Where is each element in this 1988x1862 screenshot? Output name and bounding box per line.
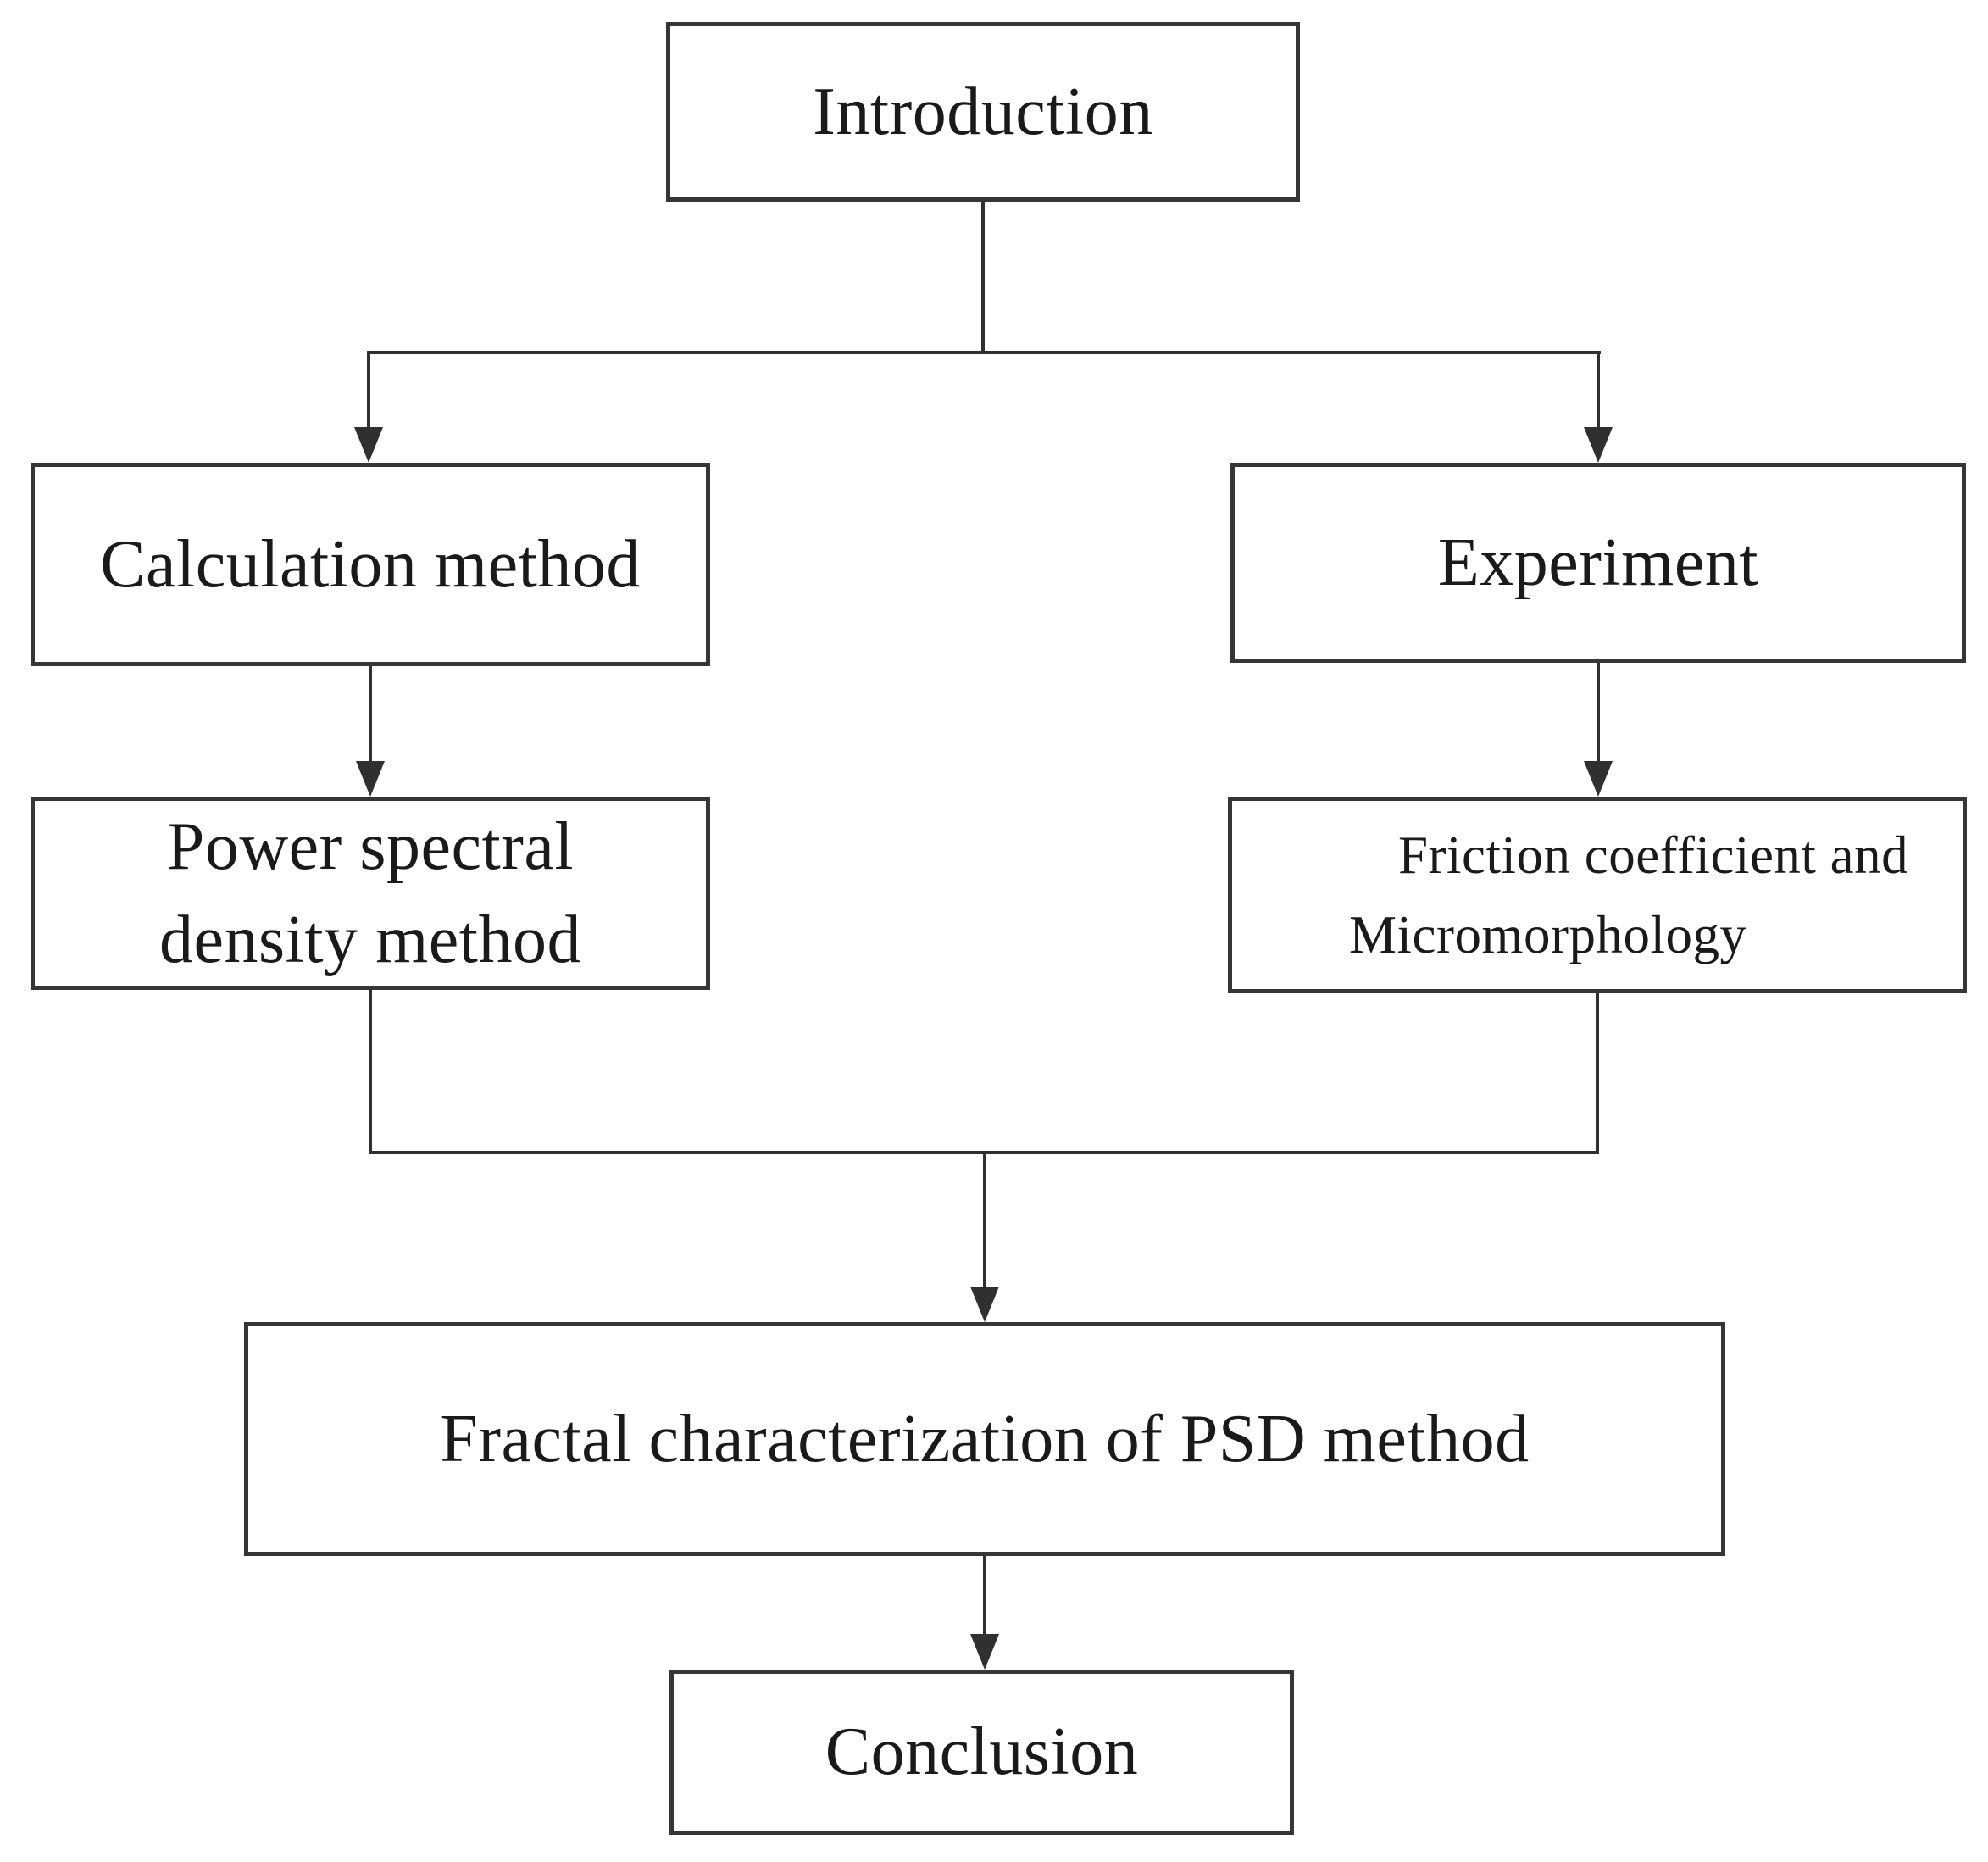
arrowhead-down-icon (970, 1287, 999, 1322)
node-friction-coefficient-and-micromorphology: Friction coefficient and Micromorphology (1228, 797, 1967, 993)
connector-merge-to-fractal (983, 1151, 986, 1288)
connector-fractal-to-conclusion (983, 1556, 986, 1636)
node-experiment: Experiment (1230, 463, 1966, 663)
arrowhead-down-icon (356, 761, 385, 797)
node-power-spectral-density-method-label: Power spectral density method (158, 809, 582, 977)
connector-drop-to-experiment (1597, 351, 1600, 429)
node-experiment-label: Experiment (1437, 525, 1759, 600)
node-calculation-method-label: Calculation method (100, 526, 641, 602)
node-conclusion: Conclusion (669, 1670, 1294, 1835)
node-calculation-method: Calculation method (31, 463, 710, 666)
arrowhead-down-icon (970, 1634, 999, 1670)
node-friction-coefficient-and-micromorphology-label: Friction coefficient and Micromorphology (1349, 825, 1909, 965)
arrowhead-down-icon (354, 427, 383, 463)
node-power-spectral-density-method: Power spectral density method (31, 797, 710, 990)
connector-split-horizontal (367, 351, 1601, 354)
connector-calculation-to-psd (369, 666, 372, 763)
arrowhead-down-icon (1584, 761, 1613, 797)
connector-drop-to-calculation (367, 351, 370, 429)
node-introduction-label: Introduction (813, 74, 1153, 149)
connector-introduction-down (981, 202, 985, 353)
node-fractal-characterization-of-psd-method: Fractal characterization of PSD method (244, 1322, 1725, 1556)
node-conclusion-label: Conclusion (825, 1715, 1139, 1790)
connector-experiment-to-friction (1597, 663, 1600, 763)
connector-friction-down (1596, 993, 1599, 1154)
node-fractal-characterization-of-psd-method-label: Fractal characterization of PSD method (440, 1401, 1530, 1476)
node-introduction: Introduction (666, 22, 1300, 202)
connector-psd-down (369, 990, 372, 1154)
arrowhead-down-icon (1584, 427, 1613, 463)
